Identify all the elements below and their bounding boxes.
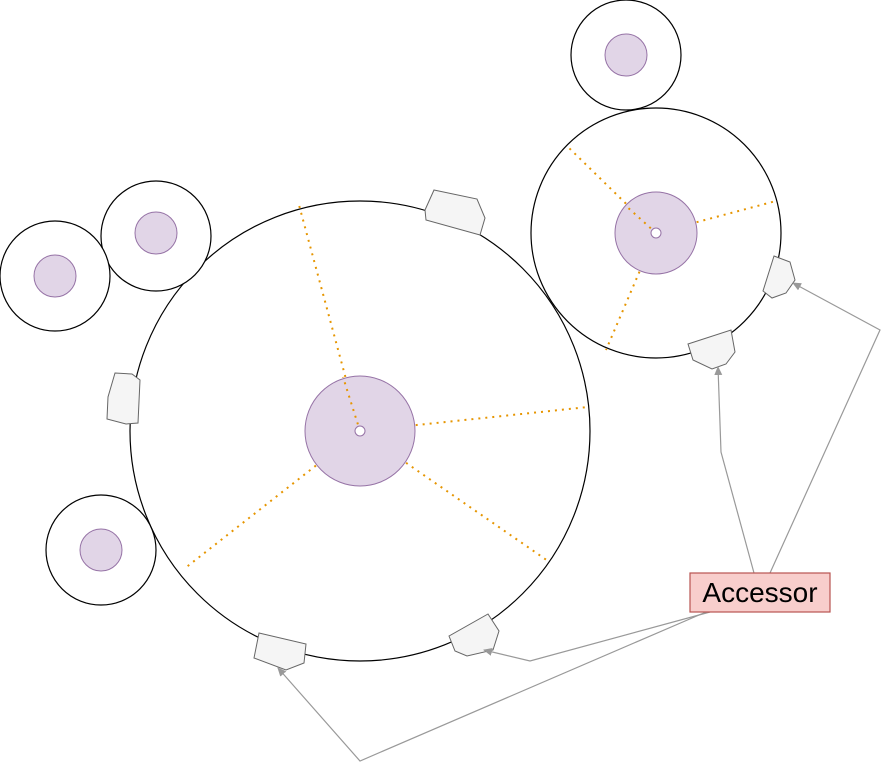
large-gear-spoke <box>359 430 549 562</box>
accessor-label-text: Accessor <box>702 577 817 608</box>
small-gear-core <box>79 528 123 572</box>
small-gear-core <box>604 33 648 77</box>
accessor-pad[interactable] <box>687 329 736 370</box>
accessor-connector <box>277 611 707 762</box>
small-gear-core <box>134 211 178 255</box>
small-gear <box>570 0 682 111</box>
small-gear <box>100 180 212 292</box>
accessor-pad[interactable] <box>424 189 486 236</box>
large-gear <box>129 200 591 662</box>
large-gear-axle <box>354 425 366 437</box>
medium-gear <box>530 107 782 359</box>
accessor-pad[interactable] <box>448 613 500 657</box>
large-gear-spoke-inner <box>342 376 361 432</box>
accessor-pad[interactable] <box>106 372 141 425</box>
small-gear <box>45 494 157 606</box>
accessor-connector <box>483 611 711 662</box>
accessor-connector <box>714 366 755 574</box>
accessor-label-box <box>689 572 831 613</box>
small-gear-core <box>33 254 77 298</box>
small-gear <box>0 220 111 332</box>
accessor-pad[interactable] <box>253 632 307 671</box>
accessor-connector <box>769 282 881 574</box>
medium-gear-axle <box>650 227 662 239</box>
accessor-pad[interactable] <box>762 255 796 299</box>
accessor-label[interactable]: Accessor <box>689 572 831 613</box>
